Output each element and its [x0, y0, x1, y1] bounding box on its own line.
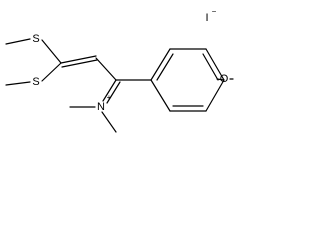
- bond-c2-c3: [95, 57, 117, 81]
- bond-c3-n-b: [106, 81, 121, 104]
- chemical-structure-canvas: S S N + O I −: [0, 0, 234, 149]
- ring-double-2: [202, 53, 219, 81]
- nitrogen-label: N: [97, 101, 105, 113]
- label-layer: S S N + O I −: [32, 7, 228, 113]
- ring-bond-6: [150, 79, 171, 112]
- bond-s-top-c1: [41, 39, 62, 64]
- bond-s-bottom-c1: [41, 62, 62, 82]
- bond-c1-c2-a: [60, 55, 97, 64]
- ring-bond-3: [205, 48, 225, 81]
- iodide-charge-label: −: [212, 7, 217, 16]
- ring-bond-1: [150, 48, 171, 81]
- ring-bond-4: [205, 79, 225, 112]
- chemical-structure: S S N + O I −: [5, 7, 234, 133]
- bond-methyl-s-bottom: [5, 81, 31, 86]
- iodide-label: I: [205, 12, 208, 24]
- nitrogen-charge-label: +: [107, 93, 112, 102]
- bond-ring-o: [216, 78, 225, 81]
- bond-layer: [5, 38, 234, 133]
- bond-n-methyl-down: [101, 111, 117, 133]
- bond-methyl-s-top: [5, 38, 31, 45]
- sulfur-bottom-label: S: [32, 76, 39, 88]
- sulfur-top-label: S: [32, 33, 39, 45]
- bond-c1-c2-b: [61, 59, 98, 68]
- bond-c3-n-a: [102, 79, 117, 102]
- ring-double-1: [156, 53, 174, 81]
- oxygen-label: O: [220, 73, 229, 85]
